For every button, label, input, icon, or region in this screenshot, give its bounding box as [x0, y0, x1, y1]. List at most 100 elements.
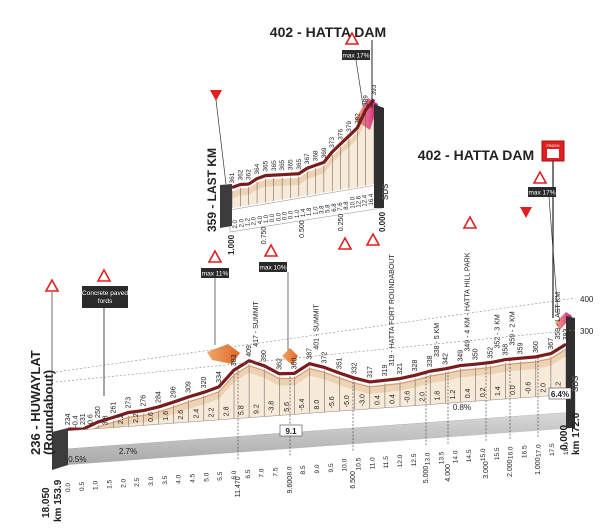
- main-km-tick: 17.0: [535, 444, 542, 457]
- main-km-tick: 11.5: [383, 456, 390, 469]
- main-km-tick: 15.5: [494, 447, 501, 460]
- ford-tag-line2: fords: [98, 298, 113, 305]
- main-km-tick: 6.5: [245, 469, 252, 478]
- alt-tick-400: 400: [580, 295, 594, 304]
- main-waypoint-alt: 273: [125, 397, 132, 409]
- main-waypoint-alt: 319: [382, 364, 389, 376]
- main-km-tick: 0.5: [79, 482, 86, 491]
- main-km-tick: 13.0: [425, 452, 432, 465]
- warning-triangle-icon: [207, 249, 223, 263]
- inset-waypoint-alt: 393: [371, 84, 378, 95]
- inset-km-end: 0.000: [378, 211, 387, 232]
- avg-gradient-4: 6.4%: [551, 390, 569, 399]
- warning-triangle-icon: [337, 236, 353, 250]
- inset-start-label: 359 - LAST KM: [205, 148, 219, 232]
- main-gradient-label: -5.6: [329, 396, 336, 408]
- main-gradient-label: 5.8: [239, 405, 246, 415]
- main-gradient-label: 3.8: [103, 415, 110, 425]
- last-km-flag-icon: [520, 207, 532, 218]
- main-km-tick: 8.5: [300, 465, 307, 474]
- climb-2-highlight: [282, 348, 298, 365]
- inset-km-tick: 0.250: [338, 214, 345, 232]
- start-town-label: 236 - HUWAYLAT: [28, 350, 43, 455]
- main-waypoint-name: 319 - HATTA FORT ROUNDABOUT: [389, 254, 396, 367]
- max-gradient-badge-label: max 10%: [259, 265, 286, 272]
- inset-gradient-label: 1.0: [264, 214, 270, 223]
- main-band-light: [68, 348, 566, 434]
- main-km-tick: 11.0: [369, 457, 376, 470]
- avg-gradient-2: 2.7%: [119, 447, 137, 456]
- finish-flag-label: FINISH: [546, 143, 559, 148]
- main-gradient-label: -0.6: [88, 414, 95, 426]
- main-remaining-km: 1.000: [535, 457, 542, 475]
- inset-gradient-label: 7.6: [338, 202, 344, 211]
- inset-gradient-label: 3.8: [320, 205, 326, 214]
- main-waypoint-alt: 367: [548, 338, 555, 350]
- main-km-tick: 10.0: [342, 458, 349, 471]
- inset-km-tick: 0.750: [261, 227, 268, 245]
- warning-triangle-icon: [462, 215, 478, 229]
- main-waypoint-alt: 387: [306, 348, 313, 360]
- main-km-tick: 9.0: [314, 464, 321, 473]
- inset-gradient-label: 4.0: [258, 215, 264, 224]
- main-remaining-km: 9.600: [287, 476, 294, 494]
- main-gradient-label: -0.4: [73, 415, 80, 427]
- roundabout-icon: [365, 232, 381, 246]
- inset-gradient-label: 1.8: [307, 207, 313, 216]
- inset-waypoint-alt: 367: [304, 153, 311, 164]
- main-waypoint-alt: 261: [110, 402, 117, 414]
- finish-km-total: km 172.0: [571, 412, 582, 455]
- main-waypoint-alt: 231: [80, 413, 87, 425]
- main-gradient-label: 2.0: [540, 383, 547, 393]
- inset-waypoint-alt: 365: [296, 159, 303, 170]
- main-gradient-label: 1.2: [450, 390, 457, 400]
- main-km-tick: 5.5: [217, 471, 224, 480]
- main-gradient-label: 0.6: [148, 412, 155, 422]
- inset-waypoint-alt: 369: [321, 147, 328, 158]
- inset-gradient-label: 0.0: [270, 213, 276, 222]
- main-waypoint-name: 417 - SUMMIT: [253, 301, 260, 347]
- main-gradient-label: 2.2: [118, 414, 125, 424]
- main-km-tick: 16.0: [508, 446, 515, 459]
- main-waypoint-name: 401 - SUMMIT: [313, 303, 320, 349]
- inset-gradient-label: 2.0: [239, 218, 245, 227]
- main-waypoint-alt: 409: [246, 345, 253, 357]
- main-waypoint-alt: 321: [397, 363, 404, 375]
- warning-triangle-icon: [532, 170, 548, 184]
- warning-triangle-icon: [263, 243, 279, 257]
- main-gradient-label: 1.8: [435, 391, 442, 401]
- main-remaining-km: 11.470: [235, 476, 242, 497]
- main-waypoint-name: 349 - 4 KM - HATTA HILL PARK: [464, 252, 471, 351]
- main-drop-lines: [67, 347, 567, 433]
- inset-gradient-label: 12.6: [357, 195, 363, 207]
- inset-waypoint-alt: 373: [329, 137, 336, 148]
- main-km-tick: 14.5: [466, 449, 473, 462]
- main-km-tick: 18.0: [563, 442, 570, 455]
- inset-logo: SDS: [381, 183, 390, 200]
- main-gradient-label: 0.4: [389, 394, 396, 404]
- main-gradient-label: -3.8: [269, 401, 276, 413]
- main-km-tick: 4.0: [176, 474, 183, 483]
- inset-gradient-label: 6.8: [332, 203, 338, 212]
- inset-waypoint-alt: 364: [254, 163, 261, 174]
- main-waypoint-alt: 284: [156, 391, 163, 403]
- inset-base-dark: [220, 184, 232, 228]
- main-gradient-label: 2.8: [223, 406, 230, 416]
- main-waypoint-alt: 390: [261, 350, 268, 362]
- main-km-tick: 7.5: [273, 467, 280, 476]
- main-gradient-label: 1.6: [163, 411, 170, 421]
- inset-base-right: [374, 104, 384, 208]
- highlight-gradient: 9.1: [285, 427, 297, 436]
- main-waypoint-alt: 250: [95, 406, 102, 418]
- main-waypoint-alt: 362: [276, 358, 283, 370]
- main-gradient-label: -0.6: [405, 391, 412, 403]
- main-waypoint-alt: 383: [231, 354, 238, 366]
- main-waypoint-alt: 360: [533, 341, 540, 353]
- warning-triangle-icon: [44, 278, 60, 292]
- inset-finish-label: 402 - HATTA DAM: [270, 24, 386, 40]
